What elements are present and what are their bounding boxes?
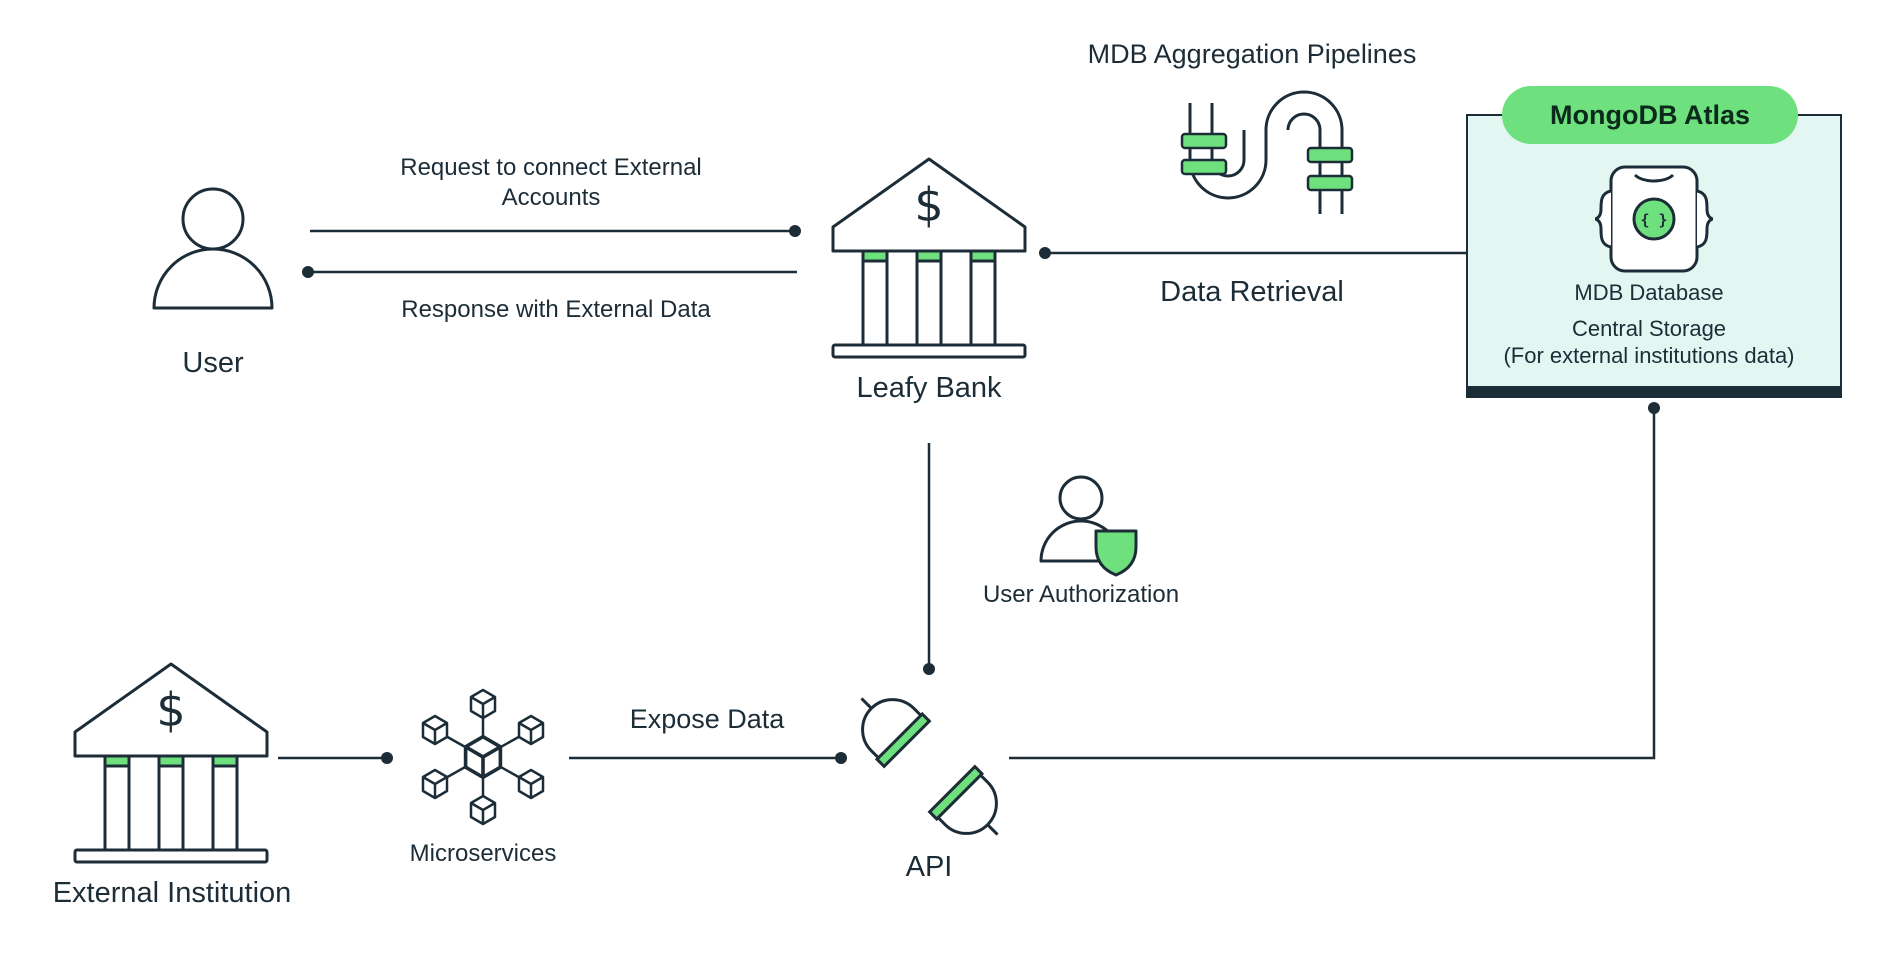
mongodb-atlas-title: MongoDB Atlas xyxy=(1502,86,1798,144)
edge-expose-data xyxy=(569,752,847,764)
request-label-line2: Accounts xyxy=(501,184,601,211)
external-institution-icon xyxy=(73,662,269,864)
microservices-icon xyxy=(421,688,545,826)
user-authorization-icon xyxy=(1039,475,1138,577)
storage-label-line1: Central Storage xyxy=(1571,316,1727,341)
leafy-bank-label: Leafy Bank xyxy=(856,372,1002,404)
expose-data-label: Expose Data xyxy=(629,704,785,734)
edge-data-retrieval xyxy=(1039,247,1466,259)
response-label: Response with External Data xyxy=(401,296,711,323)
user-authorization-label: User Authorization xyxy=(982,581,1180,608)
user-label: User xyxy=(182,347,244,379)
pipeline-icon xyxy=(1180,90,1354,214)
data-retrieval-label: Data Retrieval xyxy=(1160,276,1344,308)
pipelines-label: MDB Aggregation Pipelines xyxy=(1087,39,1417,69)
microservices-label: Microservices xyxy=(409,840,557,867)
edge-request xyxy=(310,225,801,237)
request-label-line1: Request to connect External xyxy=(400,154,702,181)
edge-response xyxy=(302,266,797,278)
api-plug-icon xyxy=(860,697,999,836)
user-icon xyxy=(152,187,274,310)
storage-label-line2: (For external institutions data) xyxy=(1503,343,1795,368)
edge-api-to-atlas xyxy=(1009,402,1660,760)
external-institution-label: External Institution xyxy=(52,877,292,909)
api-label: API xyxy=(905,851,953,883)
edge-bank-to-api xyxy=(923,443,935,675)
database-icon: { } xyxy=(1595,165,1713,273)
edge-institution-to-microservices xyxy=(278,752,393,764)
database-label: MDB Database xyxy=(1574,280,1724,305)
leafy-bank-icon xyxy=(831,157,1027,359)
database-glyph: { } xyxy=(1640,211,1667,229)
